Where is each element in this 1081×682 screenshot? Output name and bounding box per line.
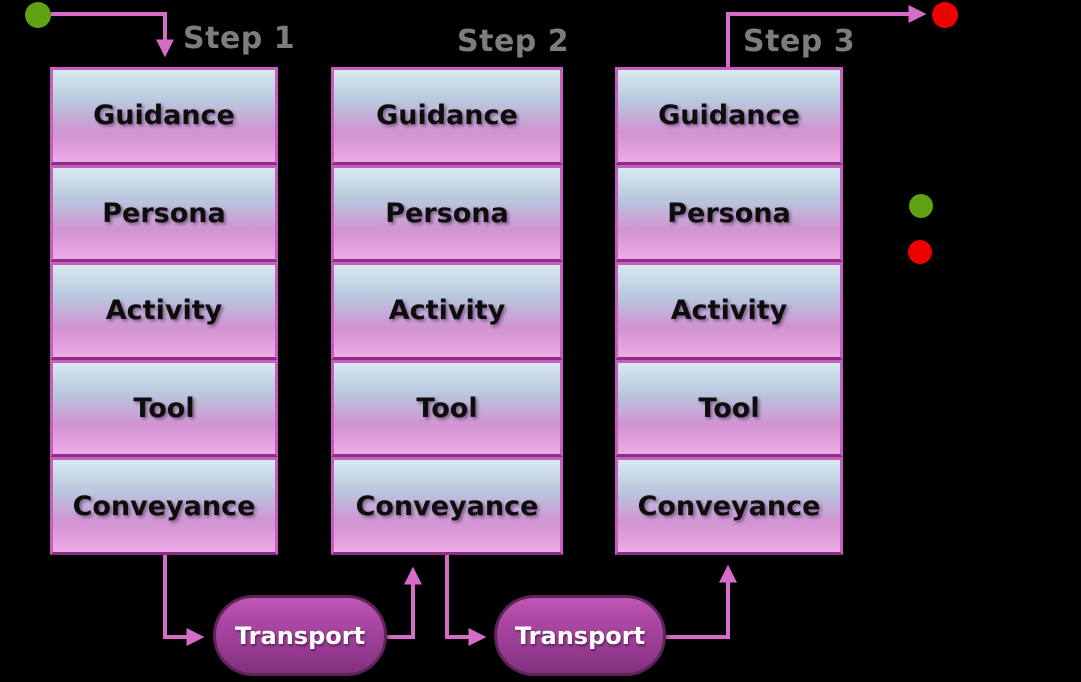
transport2-pill: Transport (494, 595, 666, 676)
step2-box-guidance: Guidance (331, 67, 563, 165)
step1-box-persona: Persona (50, 164, 278, 263)
end-red-dot-icon (932, 2, 958, 28)
step1-box-activity: Activity (50, 262, 278, 360)
step2-box-tool: Tool (331, 359, 563, 458)
step2-label: Step 2 (457, 24, 570, 59)
start-green-dot-icon (25, 2, 51, 28)
step2-box-activity: Activity (331, 262, 563, 360)
legend-red-dot-icon (908, 240, 932, 264)
step3-label: Step 3 (743, 24, 856, 59)
step3-box-conveyance: Conveyance (615, 457, 843, 555)
step3-column: Guidance Persona Activity Tool Conveyanc… (615, 67, 843, 555)
step1-box-tool: Tool (50, 359, 278, 458)
step1-box-conveyance: Conveyance (50, 457, 278, 555)
step3-box-activity: Activity (615, 262, 843, 360)
arrow-step2-to-transport2 (445, 554, 487, 646)
arrow-transport1-to-step2 (387, 566, 422, 639)
arrow-step1-to-transport1 (163, 554, 205, 646)
legend-green-dot-icon (909, 194, 933, 218)
transport1-pill: Transport (213, 595, 387, 676)
step2-box-conveyance: Conveyance (331, 457, 563, 555)
arrow-start-to-step1 (51, 12, 174, 58)
step2-column: Guidance Persona Activity Tool Conveyanc… (331, 67, 563, 555)
step1-column: Guidance Persona Activity Tool Conveyanc… (50, 67, 278, 555)
step3-box-guidance: Guidance (615, 67, 843, 165)
step3-box-tool: Tool (615, 359, 843, 458)
step1-box-guidance: Guidance (50, 67, 278, 165)
step3-box-persona: Persona (615, 164, 843, 263)
arrow-transport2-to-step3 (665, 564, 737, 639)
step1-label: Step 1 (183, 21, 296, 56)
step2-box-persona: Persona (331, 164, 563, 263)
